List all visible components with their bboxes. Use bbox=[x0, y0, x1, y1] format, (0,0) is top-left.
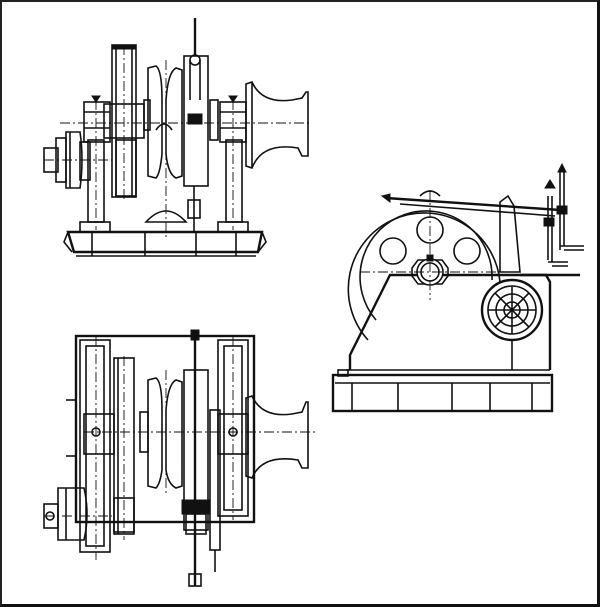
left-pedestal-plan bbox=[79, 336, 115, 560]
left-pedestal bbox=[83, 95, 111, 230]
brake-lever-linkage bbox=[380, 162, 584, 277]
brake-band-plan bbox=[181, 329, 221, 587]
motor-fan bbox=[480, 278, 544, 370]
base-outline bbox=[66, 334, 256, 524]
warping-head bbox=[245, 81, 309, 170]
spur-gear bbox=[103, 44, 145, 200]
brake-lever bbox=[183, 18, 219, 232]
gear-housing bbox=[346, 273, 552, 371]
right-pedestal-plan bbox=[217, 336, 249, 520]
warping-head-plan bbox=[245, 395, 309, 479]
main-gear bbox=[347, 190, 501, 341]
chain-wheel-plan bbox=[139, 370, 183, 496]
base-frame bbox=[331, 369, 554, 413]
spur-gear-plan bbox=[113, 356, 135, 540]
chain-wheel bbox=[143, 60, 183, 240]
